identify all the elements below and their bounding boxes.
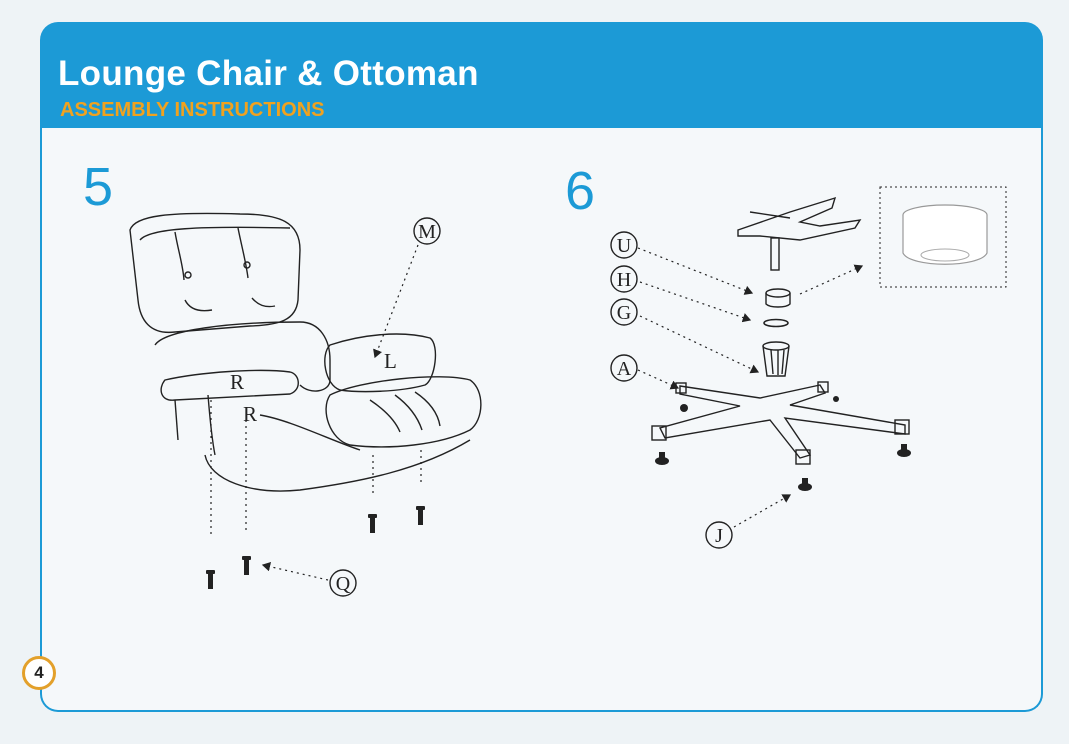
label-h: H	[617, 269, 631, 291]
label-r-upper: R	[230, 370, 244, 394]
page-title: Lounge Chair & Ottoman	[58, 54, 479, 93]
label-u: U	[617, 235, 632, 257]
label-q: Q	[336, 573, 351, 595]
step-6-labels	[610, 231, 733, 549]
page-subtitle: ASSEMBLY INSTRUCTIONS	[60, 99, 325, 121]
header-banner: Lounge Chair & Ottoman ASSEMBLY INSTRUCT…	[40, 22, 1043, 130]
page-number-badge: 4	[22, 656, 56, 690]
step-5-number: 5	[83, 157, 114, 217]
step-6-number: 6	[565, 161, 596, 221]
label-a: A	[617, 358, 632, 380]
label-j: J	[715, 525, 723, 547]
label-r-lower: R	[243, 402, 257, 426]
detail-inset	[799, 186, 1007, 295]
sleeve-drawing	[762, 341, 790, 377]
star-base-drawing	[651, 381, 910, 465]
cap-drawing	[765, 288, 791, 308]
step-5-labels: M L R R Q	[230, 217, 441, 597]
lounge-chair-drawing	[129, 212, 482, 492]
ring-drawing	[763, 318, 789, 328]
label-l: L	[384, 349, 397, 373]
screw-icons	[206, 506, 425, 589]
seat-bracket-drawing	[737, 196, 862, 271]
label-g: G	[617, 302, 631, 324]
label-m: M	[418, 221, 436, 243]
glide-icons	[655, 396, 911, 491]
